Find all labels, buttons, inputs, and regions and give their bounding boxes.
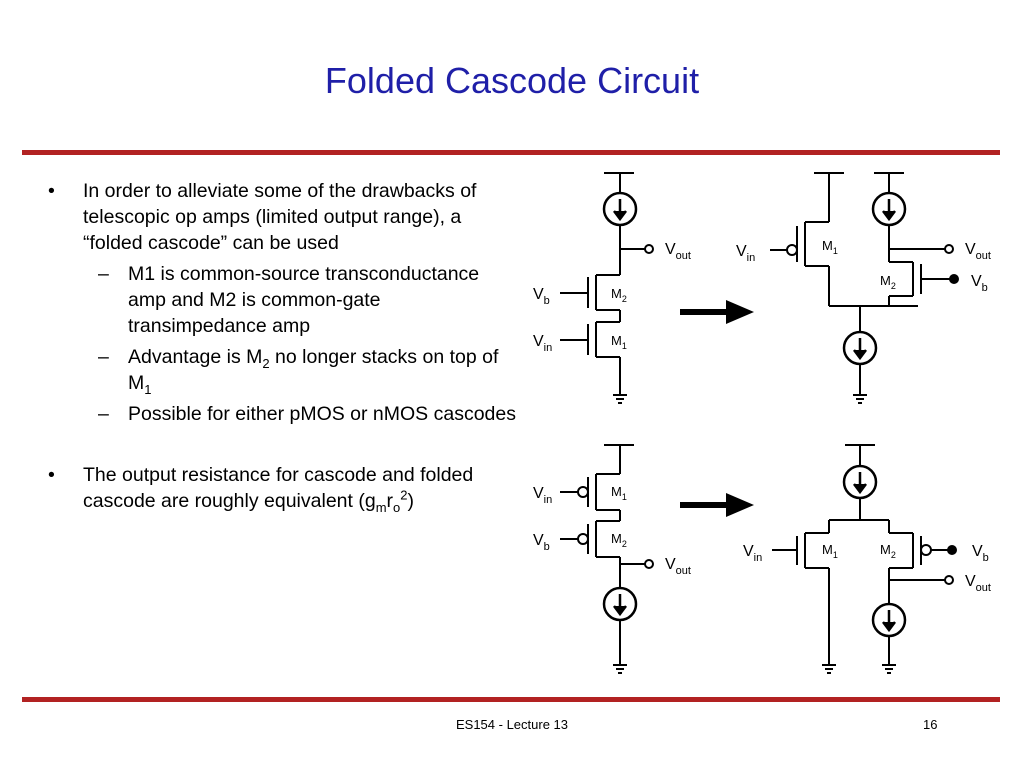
svg-text:Vb: Vb	[533, 532, 550, 553]
svg-text:Vb: Vb	[972, 543, 989, 564]
svg-text:M2: M2	[611, 531, 627, 549]
dash-marker: –	[98, 263, 109, 285]
output-node-icon	[644, 244, 654, 254]
sub-bullet-item: – M1 is common-source transconductance a…	[46, 261, 516, 339]
svg-text:M2: M2	[880, 273, 896, 291]
current-source-icon	[602, 191, 638, 227]
bottom-right-labels: Vin M1 M2 Vb Vout	[743, 542, 991, 594]
ground-icon	[612, 664, 628, 674]
svg-text:M1: M1	[822, 238, 838, 256]
svg-text:M1: M1	[822, 542, 838, 560]
bullet-text: The output resistance for cascode and fo…	[83, 464, 474, 515]
sub-bullet-text: Advantage is M2 no longer stacks on top …	[128, 346, 499, 397]
sub-bullet-item: – Advantage is M2 no longer stacks on to…	[46, 344, 516, 396]
svg-text:Vin: Vin	[533, 485, 552, 506]
svg-text:Vin: Vin	[743, 543, 762, 564]
current-source-icon	[871, 602, 907, 638]
sub-bullet-item: – Possible for either pMOS or nMOS casco…	[46, 401, 516, 427]
svg-text:Vout: Vout	[965, 241, 991, 262]
sub-bullet-text: Possible for either pMOS or nMOS cascode…	[128, 403, 516, 425]
svg-text:M1: M1	[611, 484, 627, 502]
current-source-icon	[871, 191, 907, 227]
svg-text:M1: M1	[611, 333, 627, 351]
svg-text:M2: M2	[611, 286, 627, 304]
svg-text:Vout: Vout	[965, 573, 991, 594]
output-node-icon	[644, 559, 654, 569]
bullet-item: • The output resistance for cascode and …	[46, 462, 516, 514]
sub-bullet-text: M1 is common-source transconductance amp…	[128, 263, 480, 337]
top-right-labels: Vin M1 M2 Vout Vb	[736, 238, 991, 294]
top-right-folded-cascode	[770, 172, 959, 404]
arrow-icon	[680, 493, 754, 517]
output-node-icon	[944, 575, 954, 585]
slide-title: Folded Cascode Circuit	[324, 60, 700, 101]
bullet-item: • In order to alleviate some of the draw…	[46, 178, 516, 256]
svg-text:Vb: Vb	[971, 273, 988, 294]
ground-icon	[821, 664, 837, 674]
top-left-cascode	[560, 172, 654, 404]
bullet-marker: •	[48, 180, 55, 202]
svg-text:Vin: Vin	[533, 333, 552, 354]
ground-icon	[612, 394, 628, 404]
svg-text:Vout: Vout	[665, 241, 691, 262]
svg-text:Vin: Vin	[736, 243, 755, 264]
top-divider	[22, 150, 1000, 155]
output-node-icon	[944, 244, 954, 254]
top-left-labels: Vout Vb Vin M2 M1	[533, 241, 691, 354]
current-source-icon	[842, 330, 878, 366]
footer-text: ES154 - Lecture 13	[455, 717, 569, 732]
page-number: 16	[923, 717, 938, 732]
ground-icon	[852, 394, 868, 404]
bottom-divider	[22, 697, 1000, 702]
svg-text:Vout: Vout	[665, 556, 691, 577]
bottom-right-folded-cascode	[772, 444, 957, 674]
dash-marker: –	[98, 346, 109, 368]
ground-icon	[881, 664, 897, 674]
current-source-icon	[842, 464, 878, 500]
bullet-text: In order to alleviate some of the drawba…	[83, 180, 477, 254]
svg-text:M2: M2	[880, 542, 896, 560]
arrow-icon	[680, 300, 754, 324]
bottom-left-labels: Vin Vb M1 M2 Vout	[533, 484, 691, 577]
bullet-list: • In order to alleviate some of the draw…	[46, 178, 516, 519]
current-source-icon	[602, 586, 638, 622]
svg-text:Vb: Vb	[533, 286, 550, 307]
dash-marker: –	[98, 403, 109, 425]
bottom-left-cascode	[560, 444, 654, 674]
bullet-marker: •	[48, 464, 55, 486]
